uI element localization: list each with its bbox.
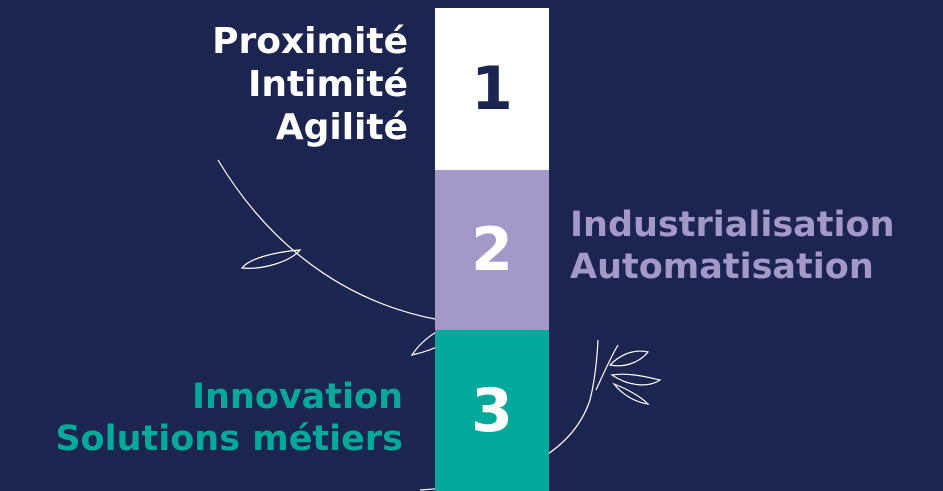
step-1-label: Proximité Intimité Agilité (212, 20, 408, 150)
step-1-line: Intimité (247, 64, 408, 106)
vine-twig (595, 344, 619, 391)
leaf (610, 373, 662, 386)
step-2-line: Industrialisation (570, 205, 895, 245)
step-1-number: 1 (471, 54, 513, 124)
step-3-line: Solutions métiers (55, 419, 403, 459)
step-1-line: Proximité (212, 21, 408, 62)
step-3-number: 3 (471, 375, 513, 446)
step-2-line: Automatisation (570, 247, 874, 287)
step-1-block: 1 (435, 8, 549, 170)
step-3-line: Innovation (191, 377, 403, 417)
leaf (240, 249, 302, 269)
step-1-line: Agilité (275, 107, 408, 149)
leaf (612, 382, 650, 405)
step-2-number: 2 (471, 215, 513, 285)
step-3-label: Innovation Solutions métiers (55, 376, 403, 460)
leaf (608, 350, 650, 367)
step-3-block: 3 (435, 330, 549, 491)
step-2-block: 2 (435, 170, 549, 330)
step-2-label: Industrialisation Automatisation (570, 204, 895, 288)
